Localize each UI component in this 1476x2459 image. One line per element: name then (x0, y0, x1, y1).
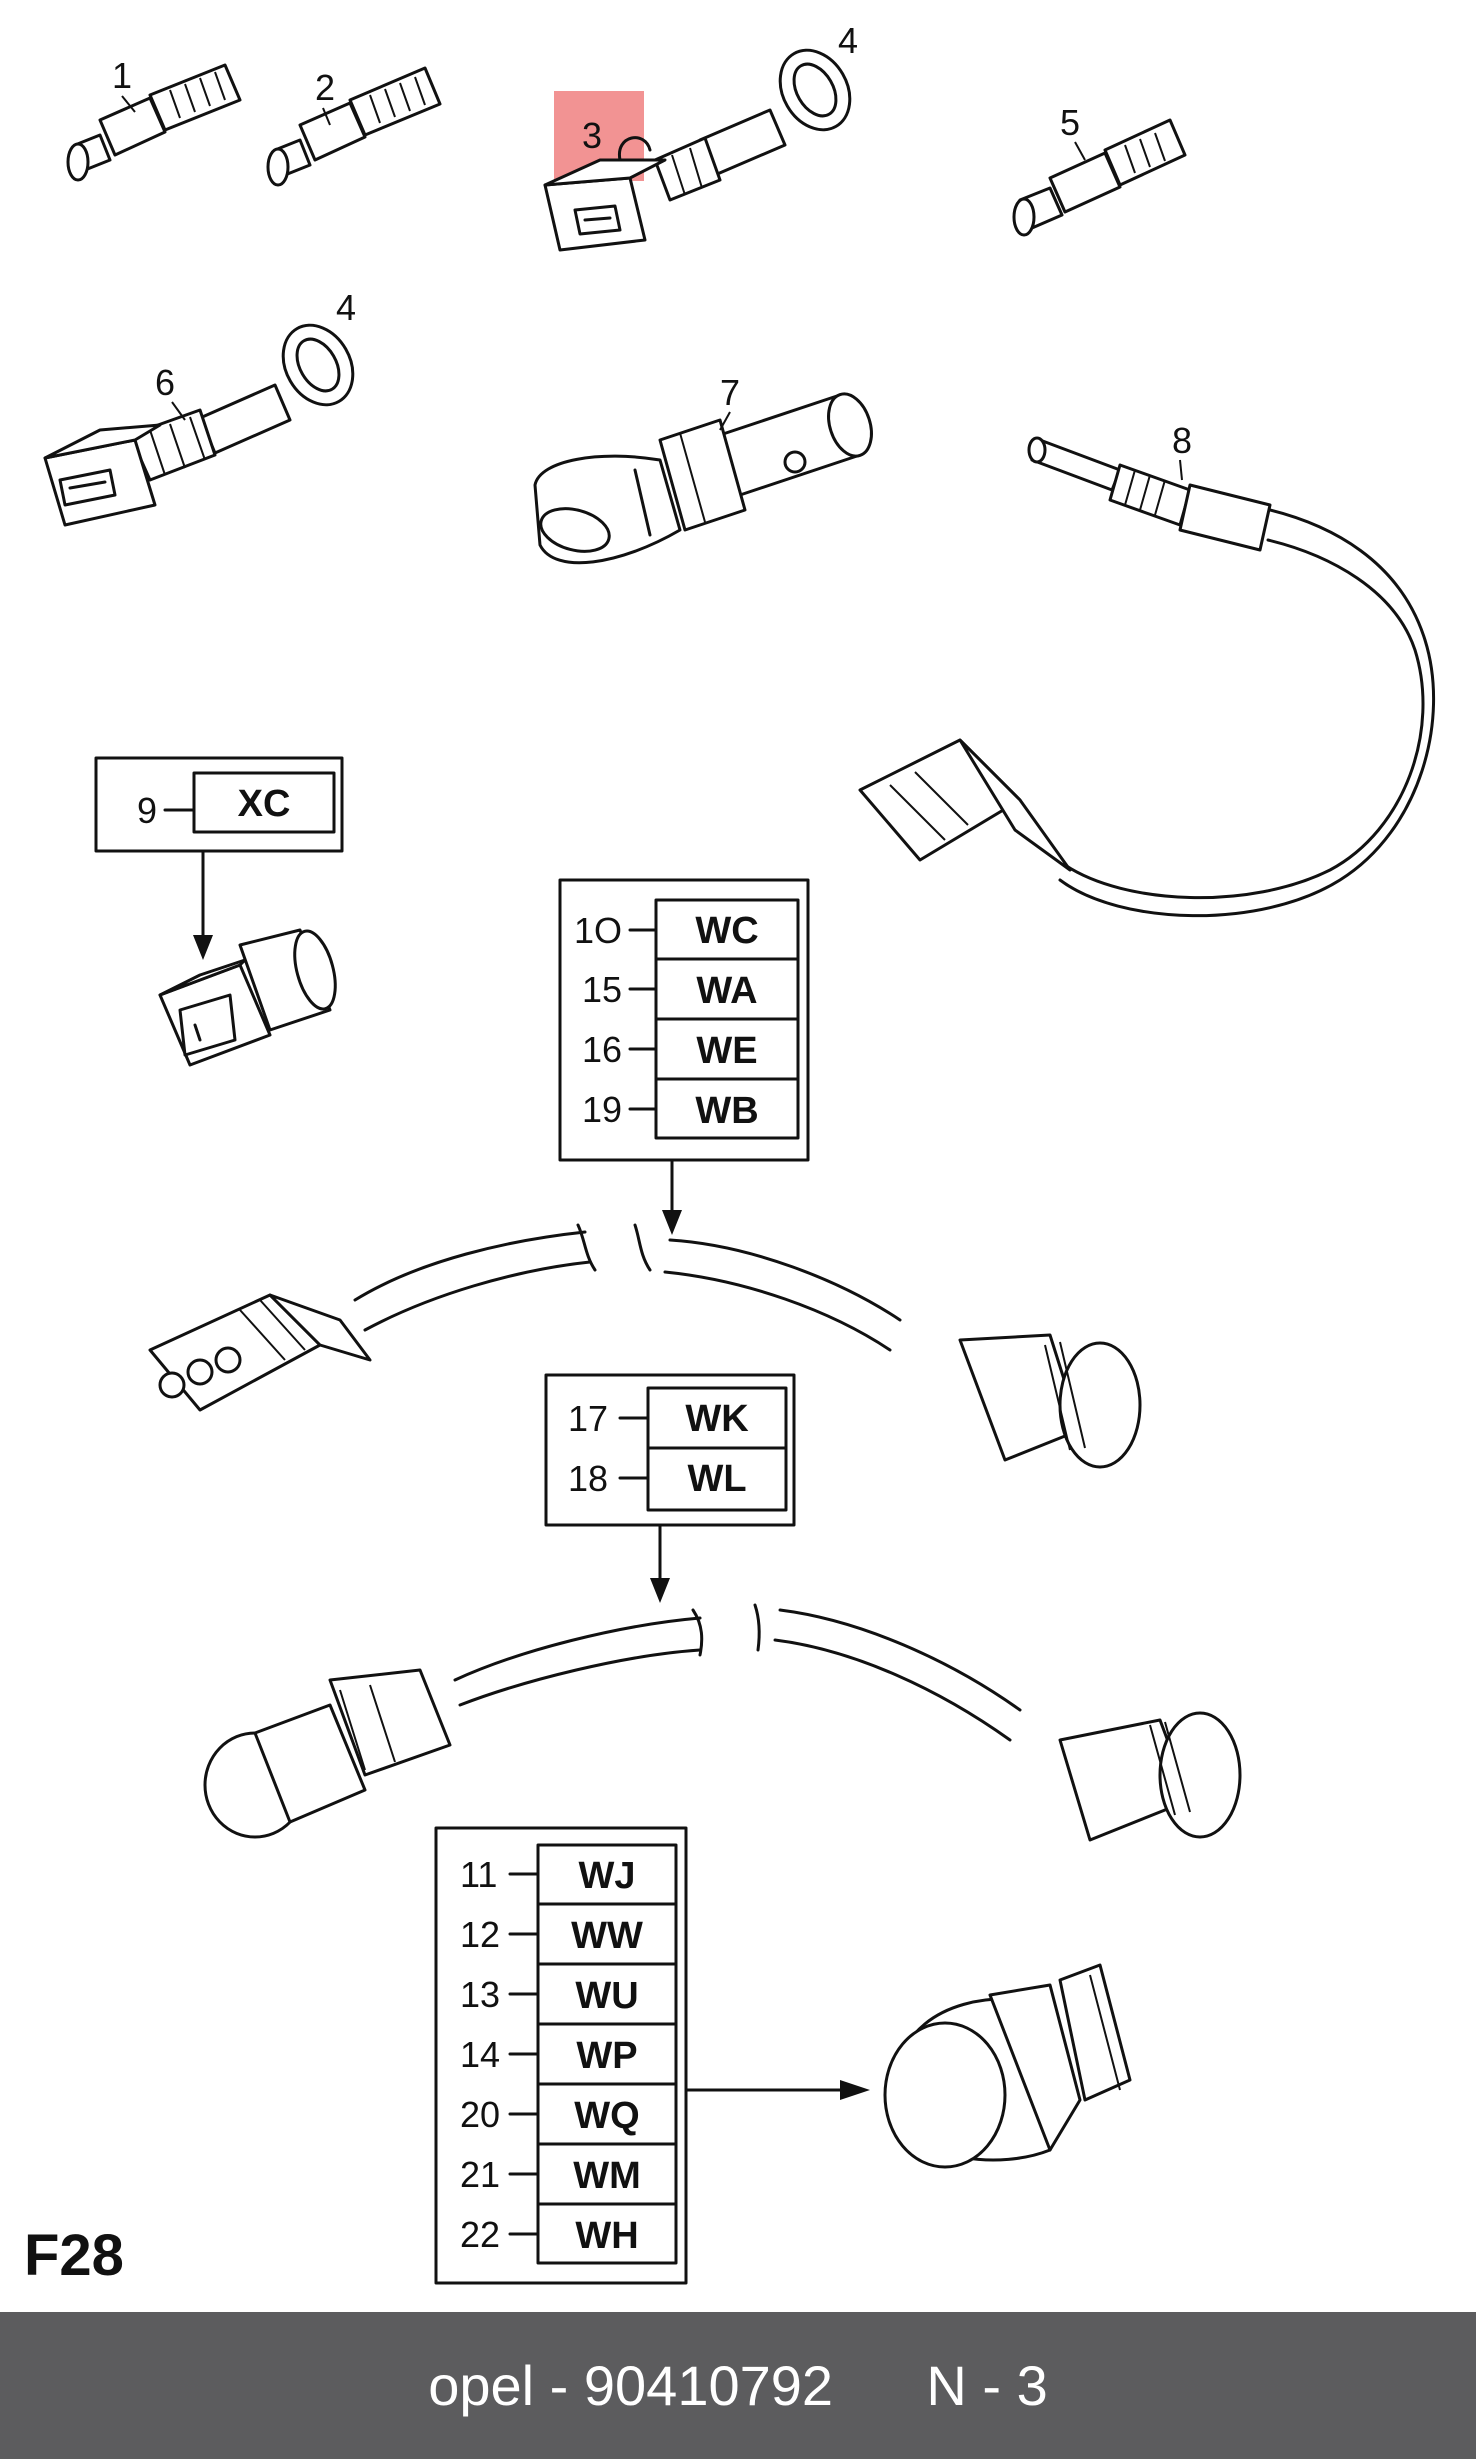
code-box-17 (544, 1373, 796, 1603)
code-wm: WM (573, 2155, 641, 2197)
label-22: 22 (460, 2214, 500, 2255)
label-21: 21 (460, 2154, 500, 2195)
code-wh: WH (575, 2215, 638, 2257)
label-13: 13 (460, 1974, 500, 2015)
label-1: 1 (112, 55, 132, 96)
label-19: 19 (582, 1089, 622, 1130)
label-11: 11 (460, 1854, 497, 1895)
label-4b: 4 (336, 287, 356, 328)
part-number-labels: 1 2 3 4 5 4 6 7 8 9 (112, 20, 1192, 831)
footer-text: opel - 90410792 N - 3 (428, 2354, 1048, 2417)
sensor-3 (543, 108, 787, 252)
label-5: 5 (1060, 102, 1080, 143)
sensor-5 (1012, 118, 1187, 237)
label-8: 8 (1172, 420, 1192, 461)
sensor-cable-2 (203, 1603, 1242, 1842)
sensor-cable-1 (148, 1223, 1142, 1469)
sensor-9 (158, 928, 337, 1067)
code-box-11 (434, 1826, 870, 2285)
label-10: 1O (574, 910, 622, 951)
label-7: 7 (720, 372, 740, 413)
footer-bar: opel - 90410792 N - 3 (0, 2312, 1476, 2459)
label-17: 17 (568, 1398, 608, 1439)
code-wb: WB (695, 1090, 758, 1132)
sensor-6 (43, 383, 292, 527)
sensor-7 (533, 392, 873, 565)
washer-4a (778, 48, 852, 132)
code-wa: WA (696, 970, 757, 1012)
sensor-1 (66, 63, 242, 182)
code-wc: WC (695, 910, 758, 952)
label-14: 14 (460, 2034, 500, 2075)
code-labels: XC WC WA WE WB WK WL WJ WW WU WP WQ WM W… (238, 783, 759, 2257)
label-20: 20 (460, 2094, 500, 2135)
code-box-10 (558, 878, 810, 1235)
code-wk: WK (685, 1398, 749, 1440)
code-box-9 (94, 756, 344, 960)
label-12: 12 (460, 1914, 500, 1955)
label-2: 2 (315, 67, 335, 108)
label-18: 18 (568, 1458, 608, 1499)
code-wp: WP (576, 2035, 637, 2077)
label-6: 6 (155, 362, 175, 403)
code-wj: WJ (579, 1855, 636, 1897)
label-3: 3 (582, 115, 602, 156)
washer-4b (281, 323, 355, 407)
box-item-labels: 1O 15 16 19 17 18 11 12 13 14 20 21 22 (460, 910, 622, 2255)
code-wq: WQ (574, 2095, 639, 2137)
code-wl: WL (687, 1458, 746, 1500)
sensor-2 (266, 66, 442, 187)
label-9: 9 (137, 790, 157, 831)
label-16: 16 (582, 1029, 622, 1070)
code-wu: WU (575, 1975, 638, 2017)
code-xc: XC (238, 783, 291, 825)
figure-label: F28 (24, 2223, 124, 2288)
label-4a: 4 (838, 20, 858, 61)
sensor-large (883, 1963, 1132, 2169)
sensor-8 (858, 436, 1436, 918)
code-we: WE (696, 1030, 757, 1072)
label-15: 15 (582, 969, 622, 1010)
code-ww: WW (571, 1915, 643, 1957)
